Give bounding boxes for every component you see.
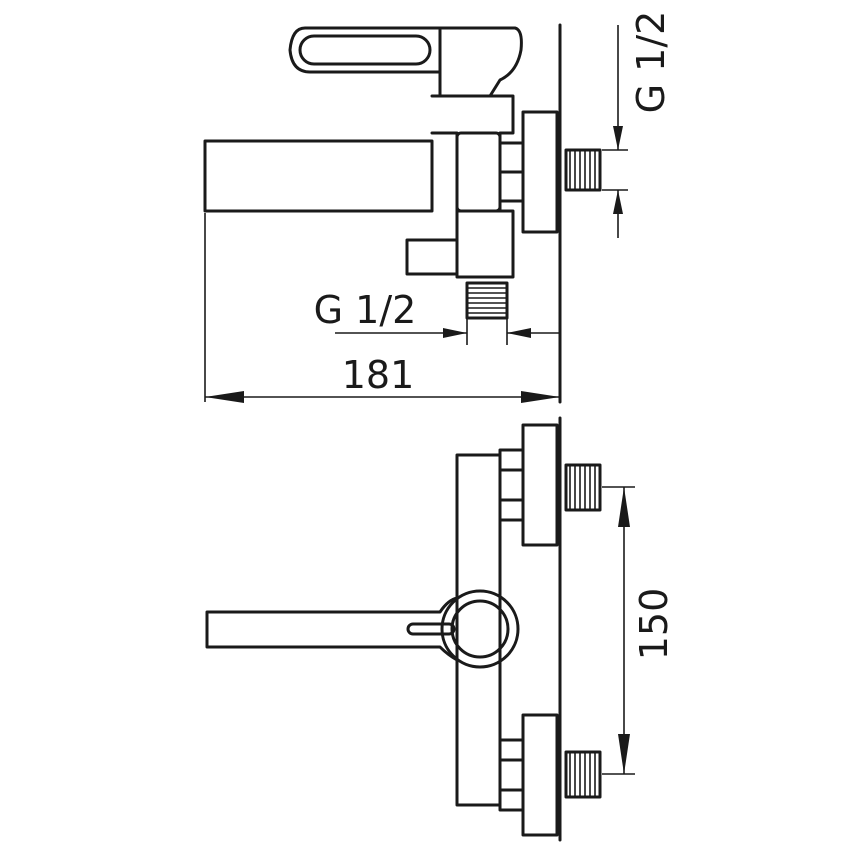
side-view: G 1/2 G 1/2 181 <box>203 11 673 404</box>
side-thread-right <box>564 148 602 192</box>
front-flange-top <box>521 423 559 547</box>
dimension-width: 181 <box>204 213 560 403</box>
dimension-centers: 150 <box>602 486 676 775</box>
side-flange-plate <box>521 110 559 234</box>
front-hex-nut-bottom <box>498 738 525 812</box>
front-view: 150 <box>205 416 676 842</box>
dimension-thread-bottom: G 1/2 <box>314 288 560 345</box>
width-dimension-label: 181 <box>342 353 415 397</box>
dimension-thread-right: G 1/2 <box>602 11 673 238</box>
front-flange-bottom <box>521 713 559 837</box>
front-body-column <box>455 453 502 807</box>
front-knob <box>406 589 520 669</box>
side-thread-bottom <box>465 281 509 320</box>
thread-label-right: G 1/2 <box>629 11 673 114</box>
front-thread-top <box>564 463 602 512</box>
side-hex-nut-top <box>455 131 525 213</box>
front-hex-nut-top <box>498 448 525 522</box>
spout <box>203 139 434 213</box>
side-diverter <box>405 209 515 279</box>
centers-dimension-label: 150 <box>632 588 676 661</box>
side-lever-handle <box>288 26 523 98</box>
thread-label-bottom: G 1/2 <box>314 288 417 332</box>
front-thread-bottom <box>564 750 602 799</box>
front-spout <box>205 596 459 662</box>
